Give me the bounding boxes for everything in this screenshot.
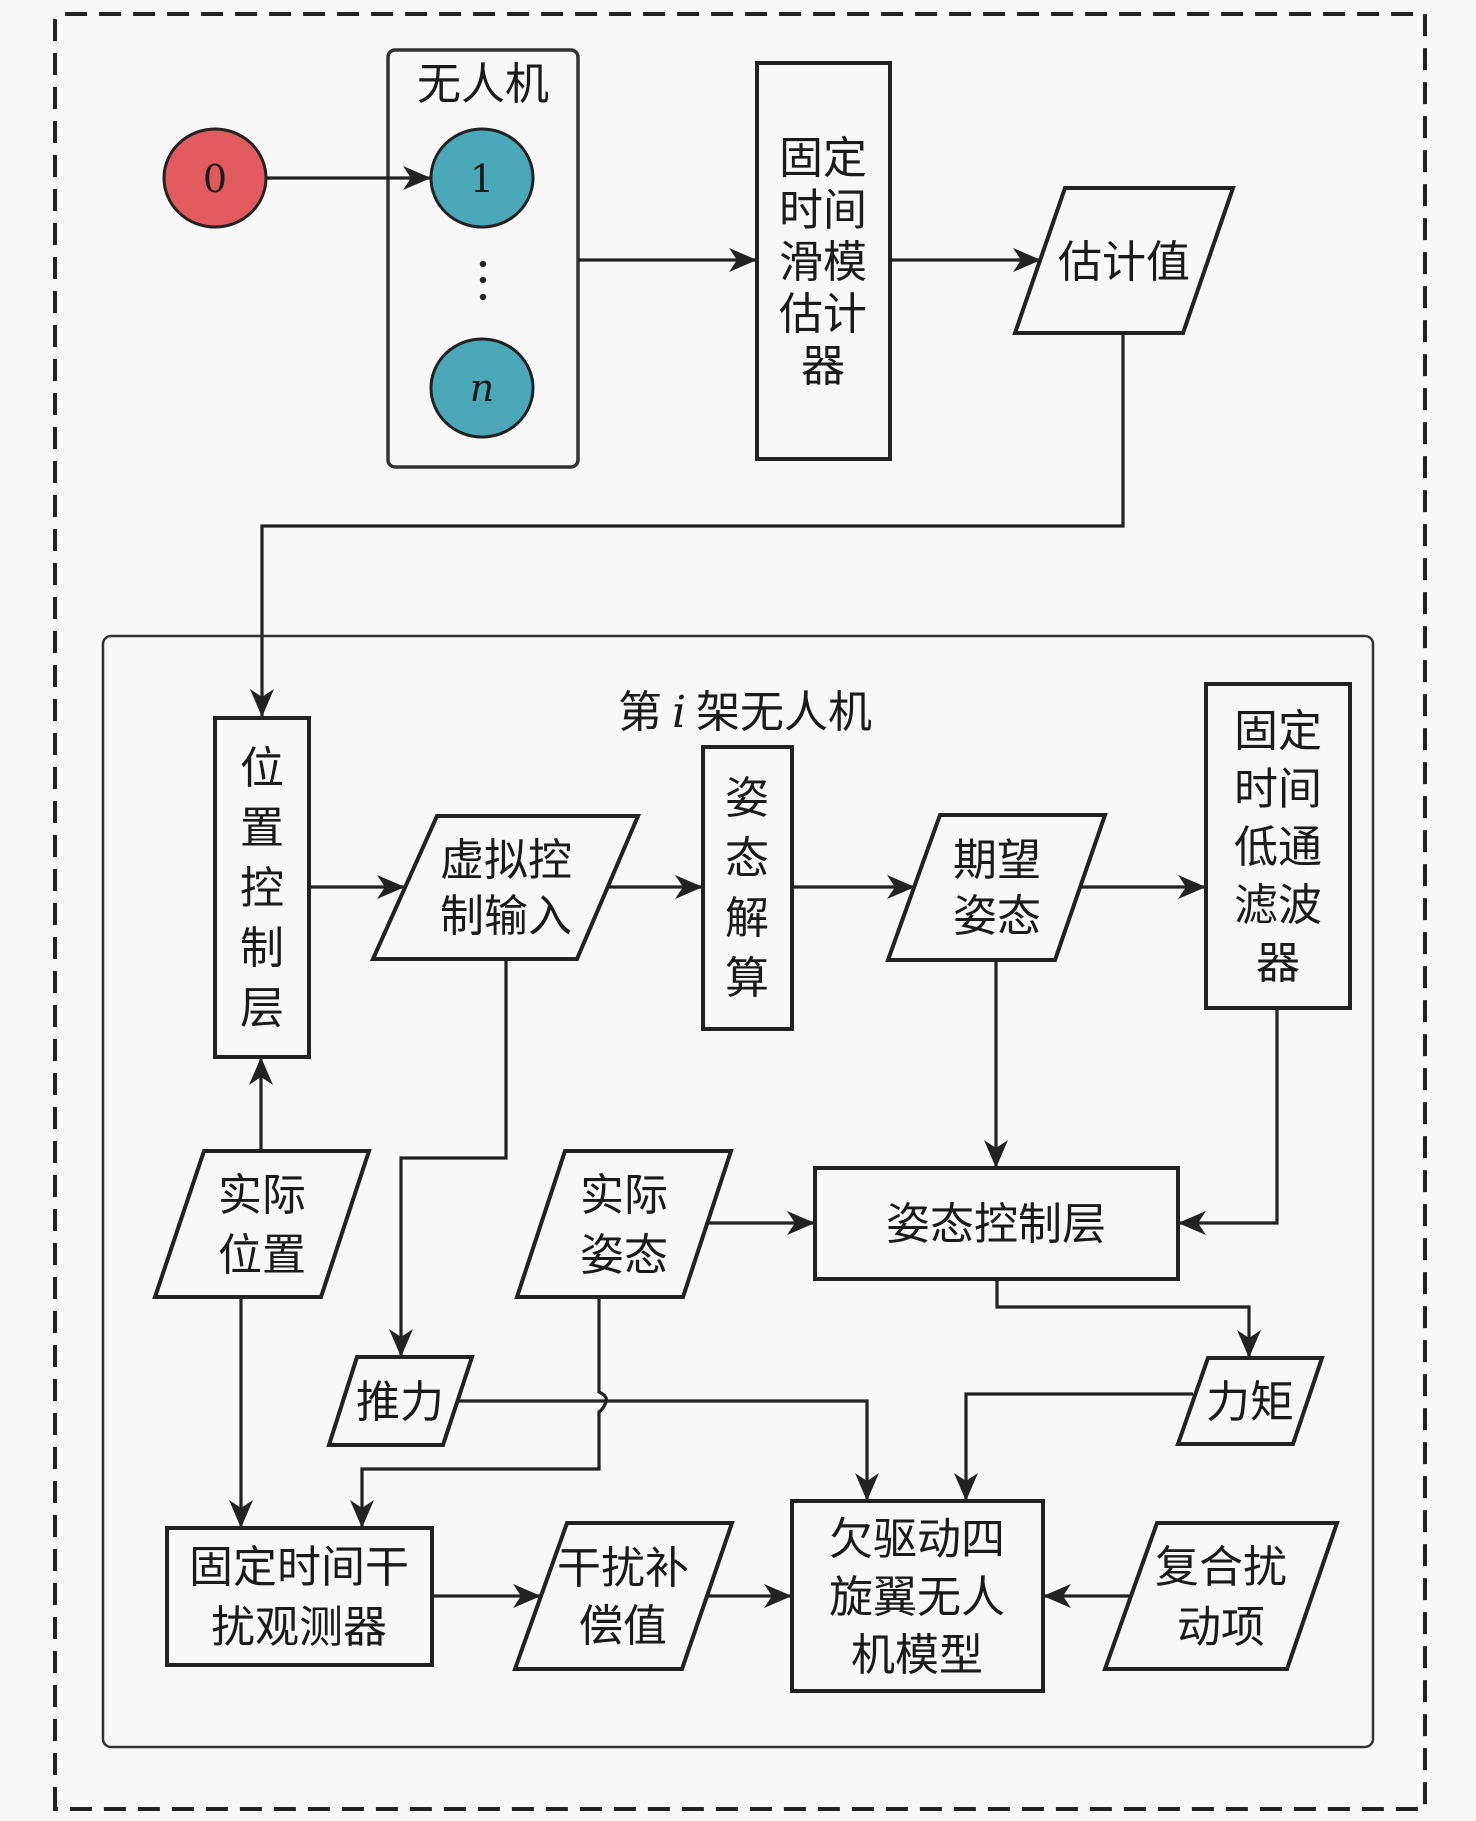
torque-label-line: 力矩	[1206, 1377, 1294, 1428]
compensation-shape[interactable]	[512, 1521, 735, 1671]
actual-attitude-shape[interactable]	[514, 1149, 734, 1299]
uav-i-group-box	[101, 634, 1375, 1749]
follower-circle-n	[429, 337, 535, 439]
lowpass-filter-label-line: 固定	[1234, 706, 1322, 757]
lowpass-filter-label-line: 时间	[1234, 764, 1322, 815]
leader-node[interactable]: 0	[162, 127, 268, 229]
position-control-label-line: 控	[240, 863, 284, 914]
follower-label-1: 1	[470, 157, 494, 201]
estimator-label-line: 器	[801, 341, 845, 392]
quadrotor-model-label-line: 欠驱动四	[829, 1514, 1005, 1565]
swarm-group-label: 无人机	[417, 59, 549, 110]
estimator-label-line: 固定	[779, 133, 867, 184]
desired-attitude-label-line: 姿态	[953, 891, 1041, 942]
actual-position-shape[interactable]	[152, 1149, 372, 1299]
edge-torque-to-model	[954, 1392, 1193, 1501]
torque-label: 力矩	[1206, 1377, 1294, 1428]
leader-label: 0	[203, 157, 227, 201]
thrust-label-line: 推力	[356, 1377, 444, 1428]
position-control-label-line: 制	[240, 923, 284, 974]
position-control-label-line: 层	[240, 983, 284, 1034]
virtual-input-label-line: 虚拟控	[440, 835, 572, 886]
disturbance-observer-box[interactable]	[165, 1526, 434, 1667]
actual-attitude-label-line: 姿态	[580, 1230, 668, 1281]
quadrotor-model-box[interactable]	[790, 1499, 1045, 1693]
disturbance-observer-label-line: 固定时间干	[189, 1542, 409, 1593]
attitude-solve-label-line: 态	[725, 833, 769, 884]
virtual-input-label-line: 制输入	[440, 891, 572, 942]
estimate-value-label: 估计值	[1058, 237, 1190, 288]
lowpass-filter-label-line: 器	[1256, 938, 1300, 989]
quadrotor-model-label-line: 机模型	[851, 1630, 983, 1681]
follower-label-n: n	[470, 366, 494, 410]
actual-position-label-line: 位置	[218, 1230, 306, 1281]
edge-filter-to-attitude-control	[1178, 1008, 1279, 1235]
attitude-solve-box[interactable]	[701, 745, 794, 1031]
desired-attitude-label-line: 期望	[953, 835, 1041, 886]
estimator-box[interactable]	[755, 61, 892, 461]
lowpass-filter-box[interactable]	[1204, 682, 1352, 1010]
composite-disturbance-label-line: 复合扰	[1155, 1542, 1287, 1593]
virtual-input-shape[interactable]	[369, 814, 642, 961]
composite-disturbance-label-line: 动项	[1177, 1602, 1265, 1653]
actual-attitude-label-line: 实际	[580, 1170, 668, 1221]
ellipsis-dots	[479, 260, 487, 301]
estimate-value-shape[interactable]	[1012, 186, 1236, 335]
attitude-control-label-line: 姿态控制层	[886, 1199, 1106, 1250]
attitude-control-label: 姿态控制层	[886, 1199, 1106, 1250]
compensation-label-line: 干扰补	[557, 1543, 689, 1594]
actual-position-label-line: 实际	[218, 1170, 306, 1221]
edge-actual-attitude-to-observer	[350, 1297, 608, 1528]
outer-dashed-frame	[53, 12, 1427, 1811]
quadrotor-model-label-line: 旋翼无人	[829, 1572, 1005, 1623]
attitude-solve-label-line: 解	[725, 893, 769, 944]
lowpass-filter-label-line: 低通	[1234, 822, 1322, 873]
torque-shape[interactable]	[1175, 1356, 1325, 1446]
estimate-value-label-line: 估计值	[1058, 237, 1190, 288]
edge-value-to-position-control	[250, 333, 1125, 717]
follower-node-n[interactable]: n	[429, 337, 535, 439]
estimator-label-line: 时间	[779, 185, 867, 236]
desired-attitude-shape[interactable]	[885, 813, 1108, 962]
edge-attitude-control-to-torque	[995, 1279, 1261, 1358]
follower-node-1[interactable]: 1	[429, 127, 535, 229]
estimator-label-line: 滑模	[779, 237, 867, 288]
lowpass-filter-label-line: 滤波	[1234, 880, 1322, 931]
thrust-label: 推力	[356, 1377, 444, 1428]
estimator-label-line: 估计	[779, 289, 867, 340]
edge-virtual-to-thrust	[389, 959, 508, 1357]
position-control-label-line: 置	[240, 803, 284, 854]
position-control-label-line: 位	[240, 743, 284, 794]
attitude-solve-label-line: 姿	[725, 773, 769, 824]
thrust-shape[interactable]	[326, 1355, 475, 1447]
compensation-label-line: 偿值	[579, 1601, 667, 1652]
composite-disturbance-shape[interactable]	[1102, 1521, 1340, 1671]
follower-circle-1	[429, 127, 535, 229]
attitude-solve-label-line: 算	[725, 953, 769, 1004]
edge-thrust-to-model	[457, 1399, 879, 1501]
disturbance-observer-label-line: 扰观测器	[211, 1602, 387, 1653]
